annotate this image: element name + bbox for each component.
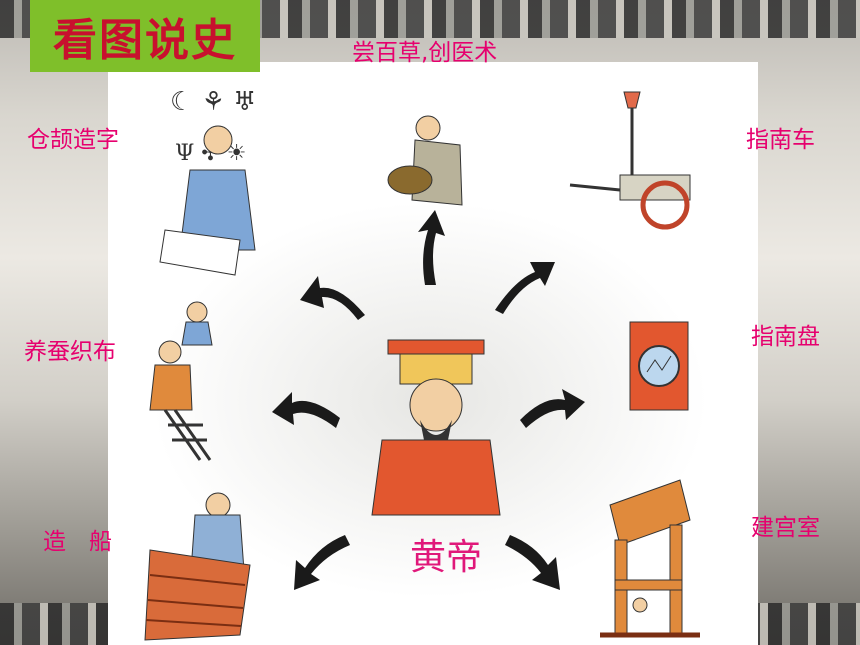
arrow-down-left-icon [294, 535, 350, 590]
cangjie-writing-figure: ☾ ⚘ ♅ Ψ ✣ ☀ [159, 87, 256, 276]
label-silk-weaving: 养蚕织布 [24, 339, 116, 365]
page-title: 看图说史 [53, 15, 237, 66]
title-banner: 看图说史 [30, 0, 260, 72]
label-compass: 指南盘 [751, 324, 820, 350]
svg-text:☾ ⚘ ♅: ☾ ⚘ ♅ [170, 87, 256, 117]
arrow-right-icon [520, 389, 585, 428]
arrow-left-icon [272, 392, 340, 428]
yellow-emperor-figure [371, 339, 501, 516]
arrow-up-left-icon [300, 276, 365, 320]
south-pointing-cart-figure [569, 91, 691, 230]
shennong-herbs-figure [387, 115, 463, 206]
compass-figure [629, 321, 689, 411]
arrow-down-right-icon [505, 535, 560, 590]
label-cangjie-writing: 仓颉造字 [27, 127, 119, 153]
label-south-pointing-cart: 指南车 [746, 127, 815, 153]
arrow-up-icon [418, 210, 445, 285]
boat-building-figure [144, 492, 251, 641]
palace-building-figure [600, 479, 700, 638]
arrow-up-right-icon [495, 262, 555, 314]
silk-weaving-figure [149, 301, 213, 461]
label-herbs-medicine: 尝百草,创医术 [352, 40, 498, 66]
label-yellow-emperor: 黄帝 [410, 537, 483, 578]
label-palace-building: 建宫室 [751, 515, 820, 541]
arrows [272, 210, 585, 590]
label-shipbuilding: 造 船 [43, 529, 112, 555]
